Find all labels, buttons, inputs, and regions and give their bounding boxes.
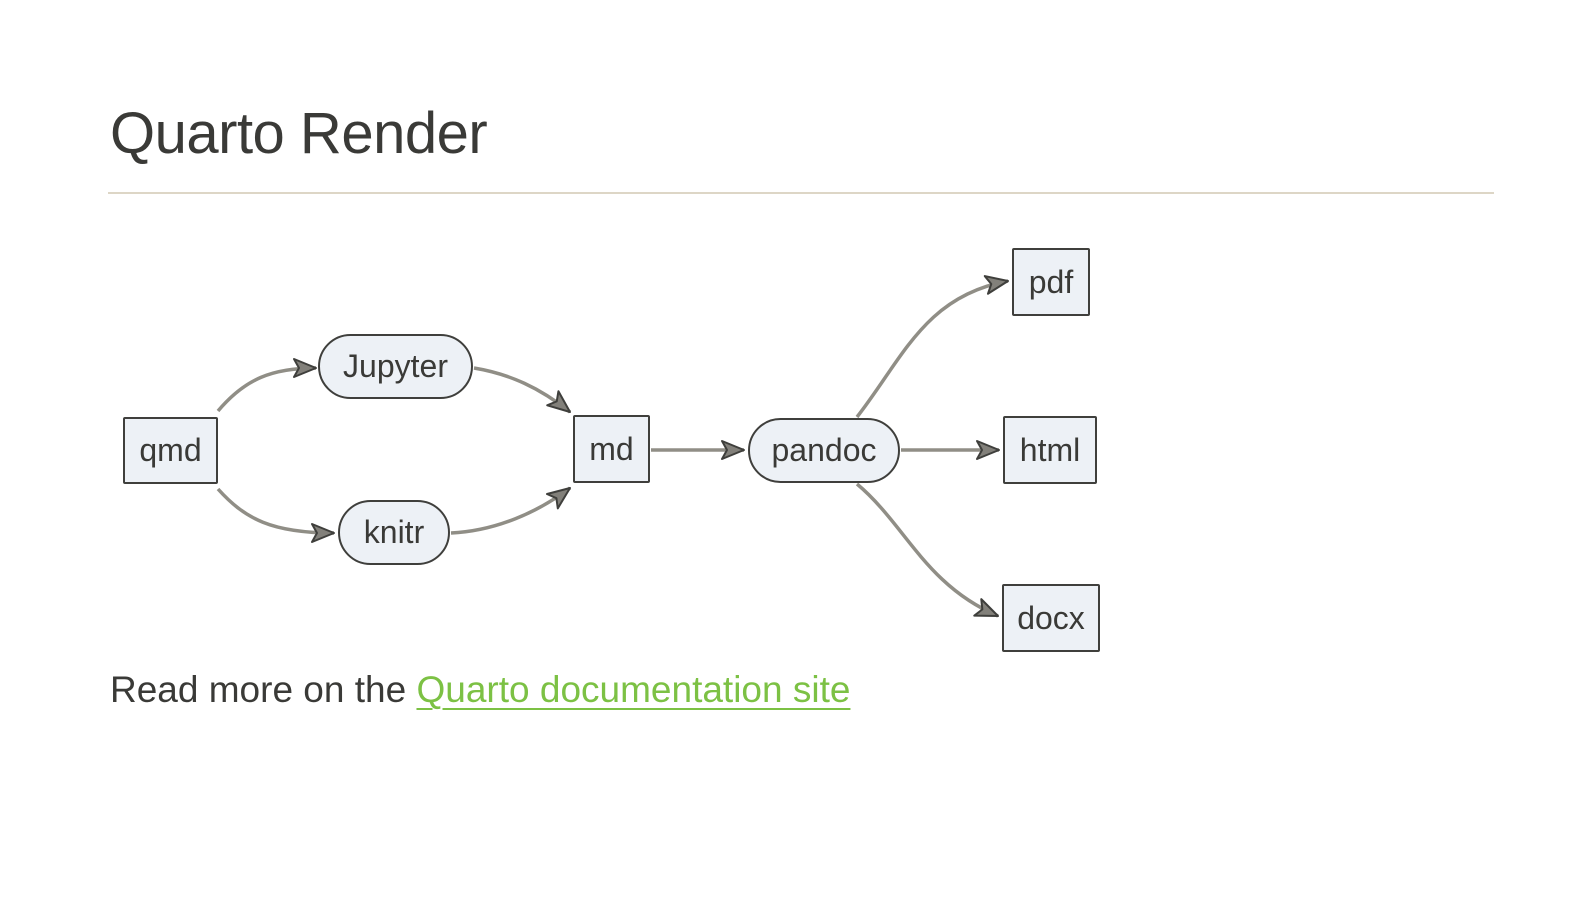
node-label: md: [589, 430, 634, 467]
edge-pandoc-pdf: [855, 275, 1009, 419]
quarto-documentation-link[interactable]: Quarto documentation site: [416, 669, 851, 710]
edge-pandoc-docx: [855, 482, 999, 618]
footer-text: Read more on the Quarto documentation si…: [110, 669, 850, 711]
node-label: knitr: [363, 514, 425, 550]
node-qmd: qmd: [123, 417, 218, 484]
node-label: qmd: [139, 432, 202, 468]
edge-qmd-jupyter: [216, 358, 317, 413]
node-jupyter: Jupyter: [318, 334, 473, 399]
node-label: html: [1019, 431, 1081, 468]
node-docx: docx: [1002, 584, 1100, 652]
node-pandoc: pandoc: [748, 418, 900, 483]
title-rule: [108, 192, 1494, 194]
node-pdf: pdf: [1012, 248, 1090, 316]
edge-qmd-knitr: [216, 487, 335, 543]
node-html: html: [1003, 416, 1097, 484]
node-label: pandoc: [771, 432, 877, 468]
edge-jupyter-md: [473, 366, 572, 414]
node-md: md: [573, 415, 650, 483]
node-label: docx: [1017, 599, 1085, 636]
edge-knitr-md: [450, 486, 572, 535]
node-label: pdf: [1028, 263, 1074, 300]
node-knitr: knitr: [338, 500, 450, 565]
footer-prefix: Read more on the: [110, 669, 417, 710]
page-title: Quarto Render: [110, 101, 488, 166]
node-label: Jupyter: [343, 348, 448, 384]
